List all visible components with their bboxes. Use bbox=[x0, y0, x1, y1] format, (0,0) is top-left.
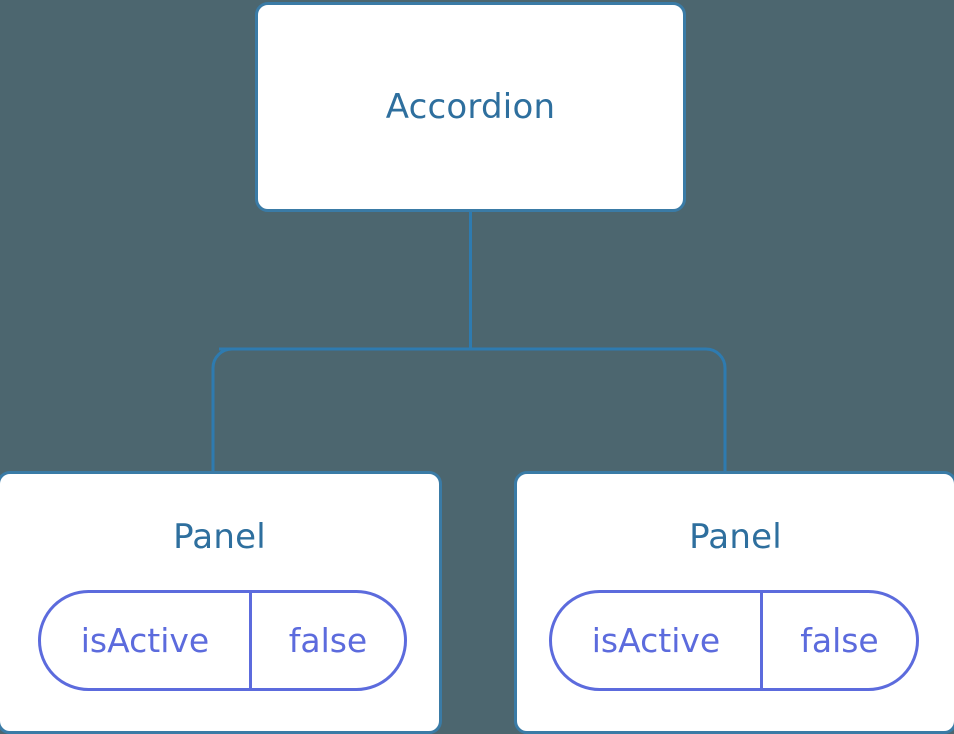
prop-value: false bbox=[800, 621, 879, 660]
prop-pill-panel-0[interactable]: isActive false bbox=[38, 590, 407, 691]
node-title: Accordion bbox=[385, 87, 556, 127]
prop-value: false bbox=[288, 621, 368, 660]
prop-key: isActive bbox=[41, 593, 252, 688]
tree-node-accordion[interactable]: Accordion bbox=[255, 2, 686, 212]
node-title: Panel bbox=[173, 517, 266, 557]
prop-pill-panel-1[interactable]: isActive false bbox=[549, 590, 919, 691]
connector-branch-left bbox=[211, 347, 233, 474]
node-title: Panel bbox=[689, 517, 782, 557]
connector-branch-right bbox=[219, 347, 727, 474]
prop-key: isActive bbox=[552, 593, 763, 688]
